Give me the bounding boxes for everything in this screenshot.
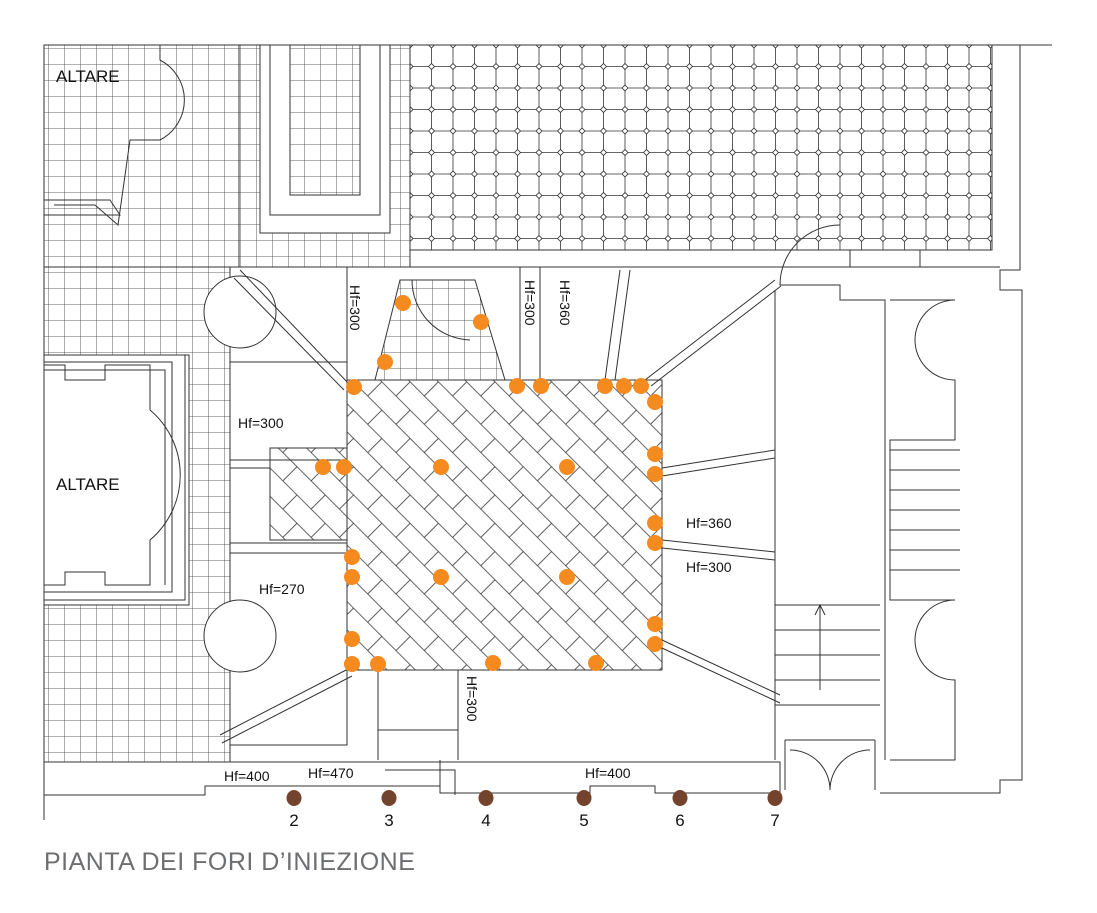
internal-hole-marker: [315, 459, 331, 475]
internal-hole-marker: [370, 656, 386, 672]
internal-hole-marker: [344, 631, 360, 647]
hole-number: 7: [770, 811, 779, 830]
internal-hole-marker: [559, 459, 575, 475]
internal-hole-marker: [433, 569, 449, 585]
hole-number: 3: [384, 811, 393, 830]
internal-hole-marker: [647, 446, 663, 462]
height-label: Hf=300: [238, 415, 284, 431]
internal-injection-holes: [315, 295, 663, 672]
internal-hole-marker: [533, 378, 549, 394]
internal-hole-marker: [346, 379, 362, 395]
internal-hole-marker: [647, 394, 663, 410]
internal-hole-marker: [588, 655, 604, 671]
height-label: Hf=360: [557, 280, 573, 326]
internal-hole-marker: [647, 515, 663, 531]
internal-hole-marker: [344, 549, 360, 565]
height-label: Hf=400: [224, 768, 270, 784]
external-hole-marker: [576, 790, 592, 806]
external-hole-marker: [672, 790, 688, 806]
internal-hole-marker: [336, 459, 352, 475]
internal-hole-marker: [597, 378, 613, 394]
external-hole-marker: [286, 790, 302, 806]
external-injection-holes: [286, 790, 783, 806]
internal-hole-marker: [433, 459, 449, 475]
internal-hole-marker: [395, 295, 411, 311]
internal-hole-marker: [647, 636, 663, 652]
height-label: Hf=300: [347, 285, 363, 331]
altar-label-left: ALTARE: [56, 475, 120, 494]
internal-hole-marker: [647, 535, 663, 551]
internal-hole-marker: [344, 569, 360, 585]
external-hole-marker: [381, 790, 397, 806]
plan-caption: PIANTA DEI FORI D’INIEZIONE: [44, 848, 416, 876]
hole-number: 5: [579, 811, 588, 830]
internal-hole-marker: [647, 466, 663, 482]
external-hole-marker: [767, 790, 783, 806]
hole-number: 2: [289, 811, 298, 830]
internal-hole-marker: [559, 569, 575, 585]
external-hole-numbers: 2 3 4 5 6 7: [289, 811, 779, 830]
height-labels: Hf=300 Hf=300 Hf=360 Hf=300 Hf=360 Hf=30…: [224, 280, 732, 784]
internal-hole-marker: [647, 616, 663, 632]
hole-number: 4: [481, 811, 490, 830]
internal-hole-marker: [473, 314, 489, 330]
internal-hole-marker: [344, 656, 360, 672]
internal-hole-marker: [377, 354, 393, 370]
height-label: Hf=470: [308, 765, 354, 781]
height-label: Hf=300: [522, 280, 538, 326]
internal-hole-marker: [616, 378, 632, 394]
height-label: Hf=300: [464, 676, 480, 722]
external-hole-marker: [478, 790, 494, 806]
hole-number: 6: [675, 811, 684, 830]
height-label: Hf=400: [585, 765, 631, 781]
internal-hole-marker: [509, 378, 525, 394]
internal-hole-marker: [485, 655, 501, 671]
height-label: Hf=360: [686, 515, 732, 531]
walls: [43, 44, 1052, 820]
height-label: Hf=300: [686, 559, 732, 575]
internal-hole-marker: [633, 378, 649, 394]
altar-label-top: ALTARE: [56, 67, 120, 86]
height-label: Hf=270: [259, 581, 305, 597]
